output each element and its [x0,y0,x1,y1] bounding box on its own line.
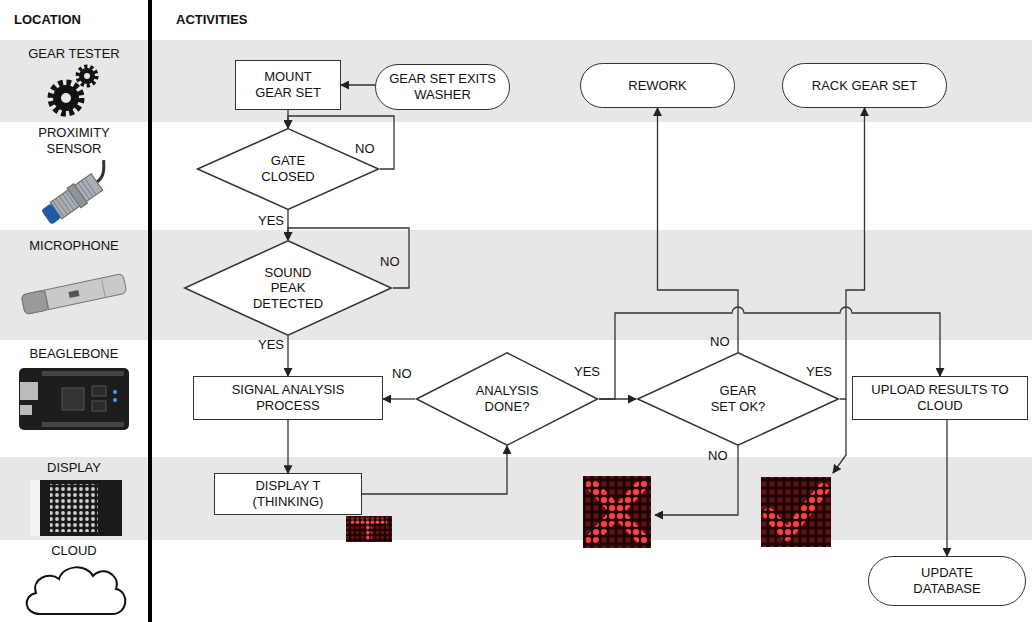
node-text-group: RACK GEAR SET [812,78,917,94]
terminal-box: RACK GEAR SET [782,63,947,108]
cloud-icon [27,567,126,614]
branch-label: NO [380,254,400,270]
node-text-group: ANALYSIS DONE? [471,383,543,414]
node-label: DISPLAY T (THINKING) [238,478,338,509]
node-label: UPDATE DATABASE [902,565,992,596]
beaglebone-board-icon [19,368,129,430]
flow-connector [946,420,947,556]
location-name: CLOUD [14,543,134,559]
divider-bar [148,0,152,622]
terminal-box: REWORK [580,63,735,108]
swimlane-bands [0,40,1032,540]
terminal-box: GEAR SET EXITS WASHER [375,64,510,110]
node-label: ANALYSIS DONE? [471,383,543,414]
location-name: MICROPHONE [14,238,134,254]
branch-label: NO [392,366,412,382]
node-label: SOUND PEAK DETECTED [251,265,326,312]
branch-label: NO [710,334,730,350]
branch-label: NO [708,448,728,464]
branch-label: YES [574,364,600,380]
branch-label: YES [806,364,832,380]
node-text-group: MOUNT GEAR SET [248,69,328,100]
arrow-to-check [833,399,846,473]
node-text-group: SOUND PEAK DETECTED [251,265,326,312]
location-name: DISPLAY [14,460,134,476]
led-matrix-cross [583,476,651,548]
proximity-sensor-icon [38,160,118,227]
node-text-group: REWORK [628,78,687,94]
decision-diamond: ANALYSIS DONE? [415,352,599,446]
node-text-group: GEAR SET OK? [708,383,768,414]
node-label: REWORK [628,78,687,94]
node-text-group: DISPLAY T (THINKING) [238,478,338,509]
node-text-group: GATE CLOSED [253,153,323,184]
display-icon [30,480,122,536]
branch-label: YES [258,337,284,353]
node-text-group: GEAR SET EXITS WASHER [387,71,499,102]
node-label: MOUNT GEAR SET [248,69,328,100]
led-matrix-thinking [346,516,392,542]
node-label: SIGNAL ANALYSIS PROCESS [218,382,358,413]
flow-connector [840,108,865,399]
node-label: GATE CLOSED [253,153,323,184]
column-header: LOCATION [14,12,81,28]
process-box: MOUNT GEAR SET [235,60,341,110]
flow-connector [362,446,507,494]
process-box: SIGNAL ANALYSIS PROCESS [193,376,383,420]
process-box: DISPLAY T (THINKING) [214,473,362,514]
flow-connector [287,336,288,376]
decision-diamond: GATE CLOSED [196,128,380,210]
column-header: ACTIVITIES [176,12,248,28]
node-label: RACK GEAR SET [812,78,917,94]
flow-connector [383,398,415,399]
arrow-to-cross [655,446,738,515]
node-text-group: UPLOAD RESULTS TO CLOUD [865,382,1015,413]
branch-label: NO [355,141,375,157]
process-box: UPLOAD RESULTS TO CLOUD [852,376,1028,420]
node-label: GEAR SET OK? [708,383,768,414]
gears-icon [51,67,96,113]
node-text-group: SIGNAL ANALYSIS PROCESS [218,382,358,413]
led-matrix-check [761,477,831,547]
location-name: GEAR TESTER [14,46,134,62]
terminal-box: UPDATE DATABASE [868,556,1026,606]
flow-connector [287,420,288,473]
flow-connector [341,84,375,85]
location-name: PROXIMITY SENSOR [14,125,134,156]
flow-connector [658,108,739,352]
microphone-icon [21,273,127,314]
branch-label: YES [258,213,284,229]
node-text-group: UPDATE DATABASE [902,565,992,596]
node-label: GEAR SET EXITS WASHER [387,71,499,102]
decision-diamond: SOUND PEAK DETECTED [183,240,393,336]
location-name: BEAGLEBONE [14,346,134,362]
node-label: UPLOAD RESULTS TO CLOUD [865,382,1015,413]
